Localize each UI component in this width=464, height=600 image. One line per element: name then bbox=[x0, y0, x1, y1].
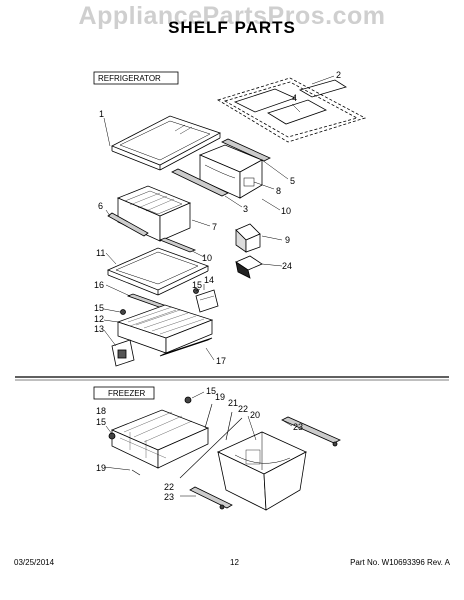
callout-8: 8 bbox=[276, 186, 281, 196]
callout-13: 13 bbox=[94, 324, 104, 334]
part-2-shelf-frame bbox=[217, 77, 367, 143]
freezer-callout-23a: 23 bbox=[293, 422, 303, 432]
callout-14: 14 bbox=[204, 275, 214, 285]
part-7-crisper-drawer bbox=[116, 185, 192, 242]
freezer-label-box bbox=[93, 386, 155, 400]
callout-7: 7 bbox=[212, 222, 217, 232]
freezer-callout-19b: 19 bbox=[96, 463, 106, 473]
page-title: SHELF PARTS bbox=[168, 18, 296, 37]
freezer-callout-21: 21 bbox=[228, 398, 238, 408]
part-21-rod bbox=[225, 411, 233, 441]
part-5-rail bbox=[221, 138, 271, 162]
refrigerator-label-box bbox=[93, 71, 179, 85]
section-label-freezer: FREEZER bbox=[108, 389, 146, 398]
callout-15a: 15 bbox=[192, 280, 202, 290]
callout-2: 2 bbox=[336, 70, 341, 80]
part-9-filter bbox=[235, 223, 261, 253]
callout-6: 6 bbox=[98, 201, 103, 211]
part-18-freezer-basket bbox=[110, 409, 210, 469]
freezer-callout-15b: 15 bbox=[96, 417, 106, 427]
freezer-callout-22b: 22 bbox=[164, 482, 174, 492]
callout-10b: 10 bbox=[202, 253, 212, 263]
callout-17: 17 bbox=[216, 356, 226, 366]
footer-part-number: Part No. W10693396 Rev. A bbox=[350, 558, 450, 567]
part-19-wire bbox=[131, 403, 213, 476]
freezer-callout-15a: 15 bbox=[206, 386, 216, 396]
callout-9: 9 bbox=[285, 235, 290, 245]
part-11-shelf bbox=[106, 247, 210, 296]
callout-12: 12 bbox=[94, 314, 104, 324]
callout-15b: 15 bbox=[94, 303, 104, 313]
callout-11: 11 bbox=[96, 248, 105, 258]
part-17-rail bbox=[159, 337, 213, 357]
freezer-callout-18: 18 bbox=[96, 406, 106, 416]
watermark: AppliancePartsPros.com bbox=[78, 2, 386, 30]
section-label-refrigerator: REFRIGERATOR bbox=[98, 74, 161, 83]
part-13-bracket bbox=[111, 339, 135, 367]
freezer-part-15-knob-b bbox=[108, 432, 116, 440]
part-23-rail-upper bbox=[281, 416, 341, 447]
part-14-bracket bbox=[195, 289, 219, 313]
part-24-cover bbox=[235, 255, 263, 279]
callout-3: 3 bbox=[243, 204, 248, 214]
footer-page-number: 12 bbox=[230, 558, 239, 567]
part-15-knob-a bbox=[120, 309, 126, 315]
callout-5: 5 bbox=[290, 176, 295, 186]
freezer-callout-20: 20 bbox=[250, 410, 260, 420]
part-12-deli-drawer bbox=[116, 304, 214, 354]
callout-16: 16 bbox=[94, 280, 104, 290]
callout-1: 1 bbox=[99, 109, 104, 119]
callout-10a: 10 bbox=[281, 206, 291, 216]
part-10-rail-lower bbox=[158, 237, 197, 253]
part-6-rail bbox=[107, 212, 149, 237]
part-4-shelf-glass bbox=[233, 79, 347, 125]
part-23-rail-lower bbox=[189, 486, 233, 510]
part-3-rail bbox=[171, 168, 229, 197]
part-1-refrigerator-shelf bbox=[111, 115, 222, 171]
freezer-part-15-knob-a bbox=[184, 396, 192, 404]
callout-4: 4 bbox=[292, 93, 297, 103]
part-20-freezer-bin bbox=[217, 431, 307, 511]
freezer-callout-19a: 19 bbox=[215, 392, 225, 402]
freezer-callout-22a: 22 bbox=[238, 404, 248, 414]
leader-lines bbox=[103, 75, 335, 497]
part-22-rod bbox=[179, 417, 243, 479]
freezer-callout-23b: 23 bbox=[164, 492, 174, 502]
footer-date: 03/25/2014 bbox=[14, 558, 55, 567]
callout-24: 24 bbox=[282, 261, 292, 271]
